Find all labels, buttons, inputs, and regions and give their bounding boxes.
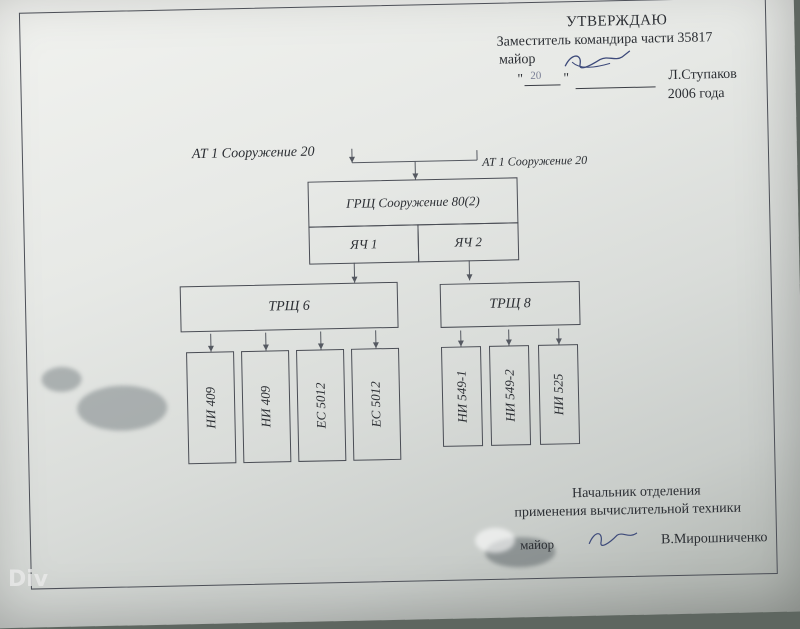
subpanel-trsch8: ТРЩ 8	[440, 281, 581, 328]
load-label: НИ 409	[203, 387, 220, 429]
main-panel-cell: ЯЧ 1	[308, 224, 419, 264]
load-label: НИ 549-2	[501, 369, 518, 422]
watermark: Div	[8, 567, 48, 592]
load-box: ЕС 5012	[351, 348, 401, 461]
footer-signature	[585, 523, 646, 554]
load-label: НИ 525	[551, 374, 568, 416]
footer-rank: майор	[520, 537, 554, 554]
load-box: НИ 549-2	[489, 345, 531, 446]
subpanel-trsch6: ТРЩ 6	[180, 282, 399, 333]
load-box: НИ 525	[538, 344, 580, 445]
load-label: ЕС 5012	[368, 381, 385, 427]
load-label: НИ 409	[258, 386, 275, 428]
subpanel-label: ТРЩ 8	[489, 296, 531, 313]
load-box: НИ 409	[186, 351, 236, 464]
cell-label: ЯЧ 1	[350, 236, 378, 253]
load-box: НИ 409	[241, 350, 291, 463]
subpanel-label: ТРЩ 6	[268, 299, 310, 316]
footer-position-line1: Начальник отделения	[572, 484, 701, 503]
load-label: ЕС 5012	[313, 382, 330, 428]
main-panel: ГРЩ Сооружение 80(2)	[308, 177, 519, 227]
load-label: НИ 549-1	[453, 370, 470, 423]
main-panel-cell: ЯЧ 2	[417, 222, 519, 262]
load-box: НИ 549-1	[441, 346, 483, 447]
main-panel-label: ГРЩ Сооружение 80(2)	[346, 193, 480, 212]
footer-name: В.Мирошниченко	[661, 530, 768, 548]
cell-label: ЯЧ 2	[455, 234, 483, 251]
load-box: ЕС 5012	[296, 349, 346, 462]
